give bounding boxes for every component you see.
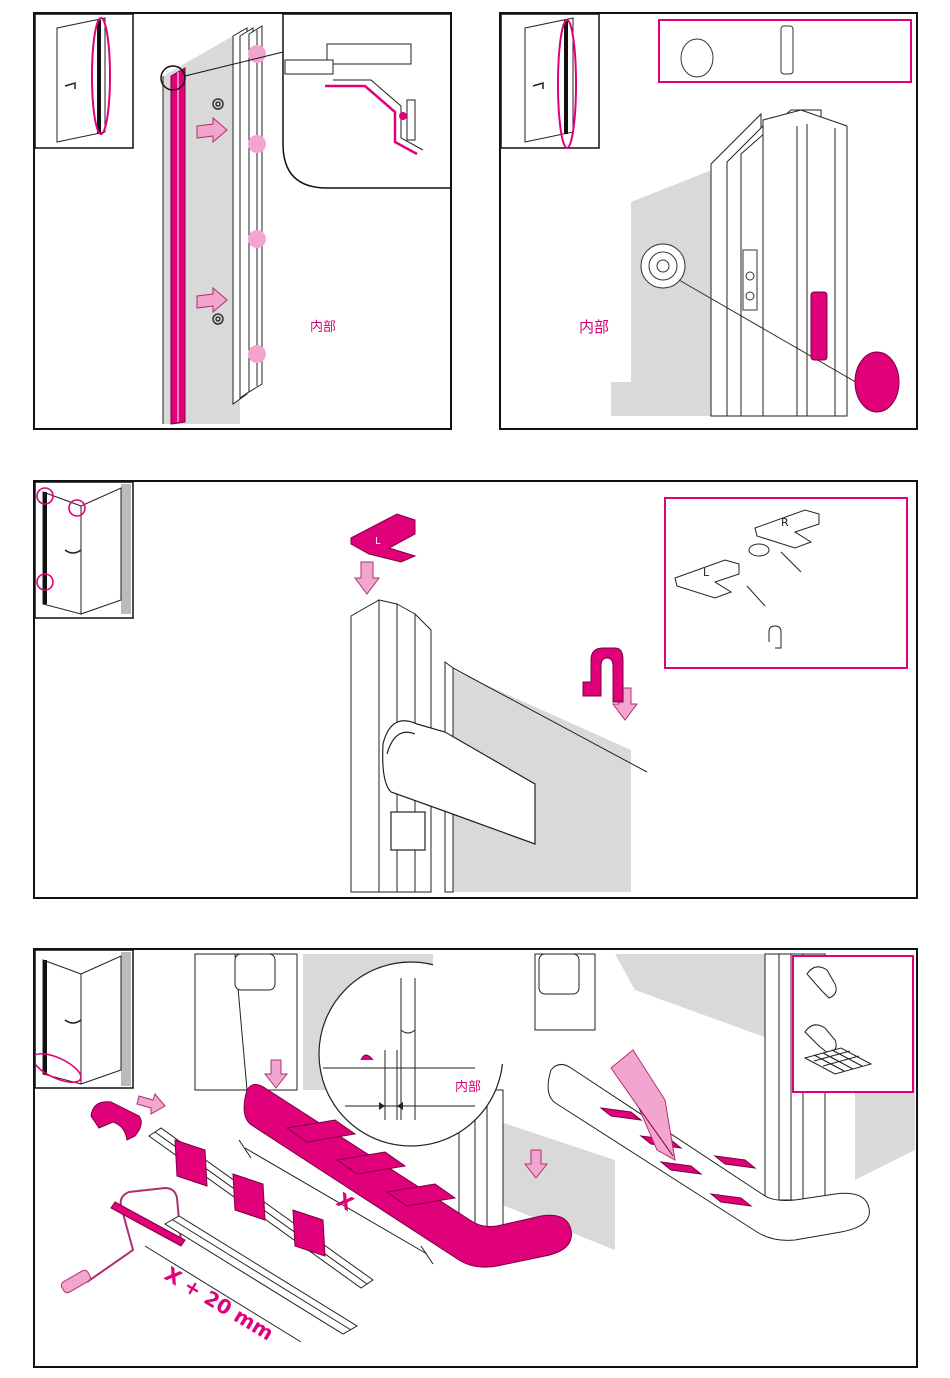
parts-box [659, 20, 911, 82]
inside-label: 内部 [579, 316, 609, 337]
step-panel-3: R L L [33, 480, 918, 899]
magenta-cap [811, 292, 827, 360]
thumbnail-inset [35, 482, 133, 618]
panel2-drawing [501, 14, 918, 430]
panel4-drawing: X X + 20 mm [35, 950, 918, 1368]
inside-label: 内部 [310, 316, 336, 335]
thumbnail-inset [35, 950, 133, 1088]
cap-mark: L [375, 536, 381, 547]
panel1-drawing [35, 14, 452, 430]
end-cap [91, 1102, 141, 1140]
detail-callout [283, 14, 452, 188]
seal-strip [171, 68, 185, 424]
hinge-hook [583, 648, 623, 702]
thumbnail-inset [501, 14, 599, 148]
inset-mark-r: R [781, 516, 789, 529]
inset-mark-l: L [703, 566, 710, 579]
left-column [195, 954, 297, 1090]
panel3-drawing: R L L [35, 482, 918, 899]
magenta-cover [855, 352, 899, 412]
inside-label: 内部 [455, 1076, 481, 1095]
step-panel-2: 内部 [499, 12, 918, 430]
profile-column [711, 110, 847, 416]
parts-box [793, 956, 913, 1092]
top-cap-l [351, 514, 415, 562]
step-panel-4: X X + 20 mm 内部 [33, 948, 918, 1368]
thumbnail-inset [35, 14, 133, 148]
step-panel-1: 内部 [33, 12, 452, 430]
